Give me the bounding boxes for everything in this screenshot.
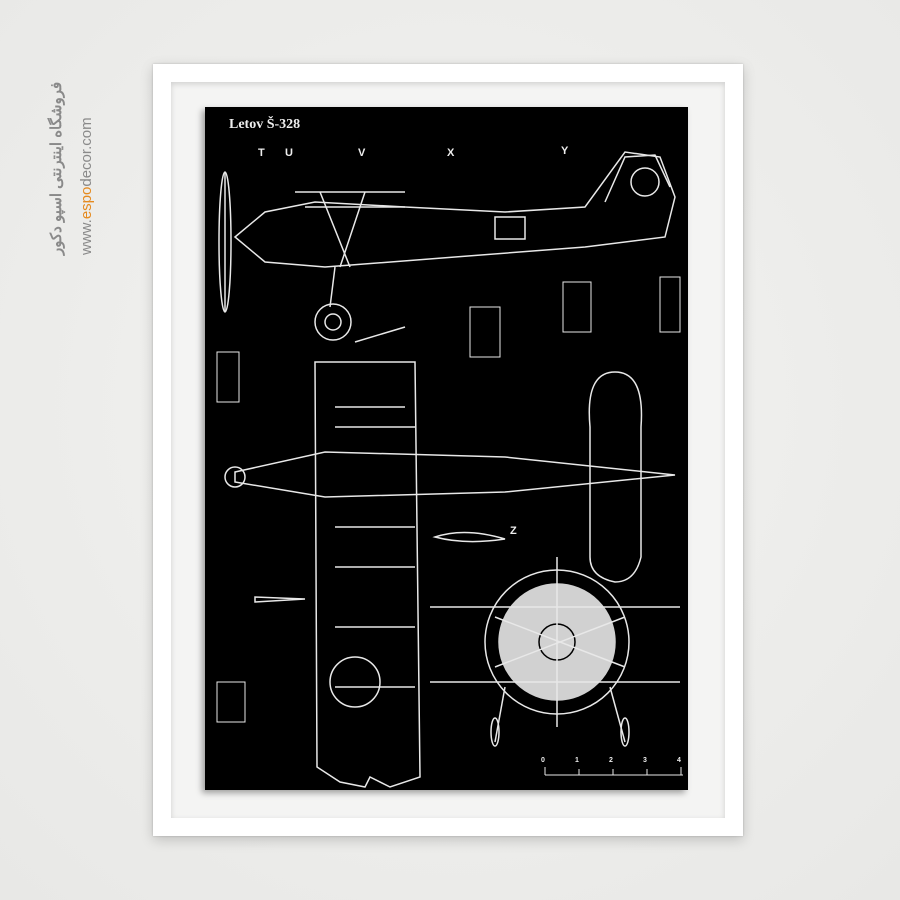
watermark-store-name: فروشگاه اینترنتی اسپو دکور <box>48 81 65 255</box>
front-view <box>430 557 680 747</box>
top-view <box>224 361 676 788</box>
section-label-t: T <box>258 147 265 159</box>
scale-bar <box>544 767 683 776</box>
section-label-z: Z <box>510 525 517 537</box>
blueprint-poster: Letov Š-328 <box>205 107 688 790</box>
section-label-y: Y <box>561 145 569 157</box>
url-brand: espo <box>78 186 95 220</box>
section-label-u: U <box>285 147 293 159</box>
section-label-x: X <box>447 147 455 159</box>
scale-tick-1: 1 <box>575 757 579 764</box>
poster-title: Letov Š-328 <box>229 117 301 132</box>
watermark-url: www.espodecor.com <box>78 65 95 255</box>
section-label-v: V <box>358 147 366 159</box>
url-suffix: decor.com <box>78 117 95 187</box>
scale-tick-4: 4 <box>677 757 681 764</box>
scale-tick-3: 3 <box>643 757 647 764</box>
scale-tick-0: 0 <box>541 757 545 764</box>
side-view <box>218 151 676 343</box>
aircraft-blueprint-drawing <box>216 151 683 788</box>
watermark: فروشگاه اینترنتی اسپو دکور www.espodecor… <box>48 65 108 265</box>
section-diagrams <box>216 276 681 723</box>
scale-tick-2: 2 <box>609 757 613 764</box>
url-prefix: www. <box>78 219 95 255</box>
